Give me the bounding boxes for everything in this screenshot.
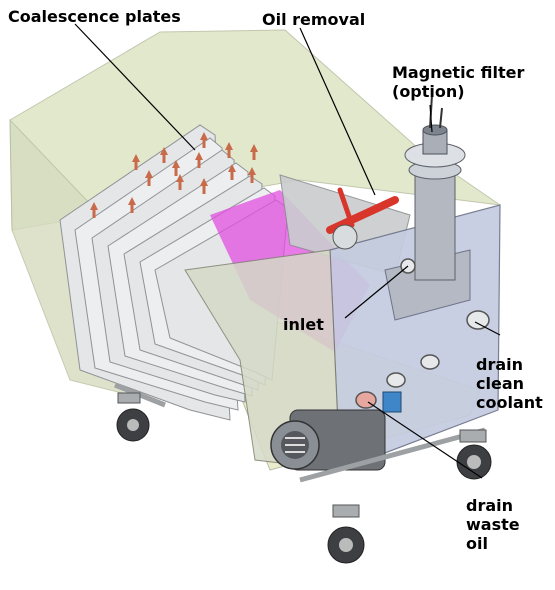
- flow-arrows: [90, 132, 258, 218]
- leader-coalescence: [74, 23, 196, 151]
- caster-front-left: [327, 504, 365, 564]
- label-coalescence-plates: Coalescence plates: [8, 7, 181, 26]
- clean-coolant-port: [466, 310, 490, 330]
- leader-inlet: [344, 265, 409, 319]
- leader-lines: [74, 23, 501, 479]
- label-waste-line3: oil: [466, 534, 488, 553]
- frame-rail-front: [299, 427, 486, 483]
- label-inlet: inlet: [283, 315, 324, 334]
- caster-rear-left: [116, 392, 150, 442]
- leader-waste: [367, 401, 483, 479]
- label-drain-clean-coolant: drain clean coolant: [476, 355, 543, 412]
- label-magnetic-line2: (option): [392, 82, 465, 101]
- label-clean-line1: drain: [476, 355, 524, 374]
- label-clean-line2: clean: [476, 374, 525, 393]
- pipe-port: [386, 372, 406, 388]
- pump-motor: [270, 409, 386, 471]
- magnetic-filter: [404, 94, 466, 281]
- leader-clean: [474, 321, 501, 336]
- leader-magnetic: [429, 104, 433, 133]
- label-drain-waste-oil: drain waste oil: [466, 496, 520, 553]
- label-clean-line3: coolant: [476, 393, 543, 412]
- aux-port: [420, 354, 440, 370]
- leader-oil-removal: [299, 27, 376, 196]
- label-waste-line1: drain: [466, 496, 514, 515]
- label-oil-removal: Oil removal: [262, 10, 366, 29]
- label-magnetic-line1: Magnetic filter: [392, 63, 525, 82]
- valve: [382, 391, 402, 413]
- label-magnetic-filter: Magnetic filter (option): [392, 63, 524, 101]
- label-waste-line2: waste: [466, 515, 520, 534]
- caster-front-right: [456, 429, 492, 480]
- oil-removal-lever: [326, 187, 399, 250]
